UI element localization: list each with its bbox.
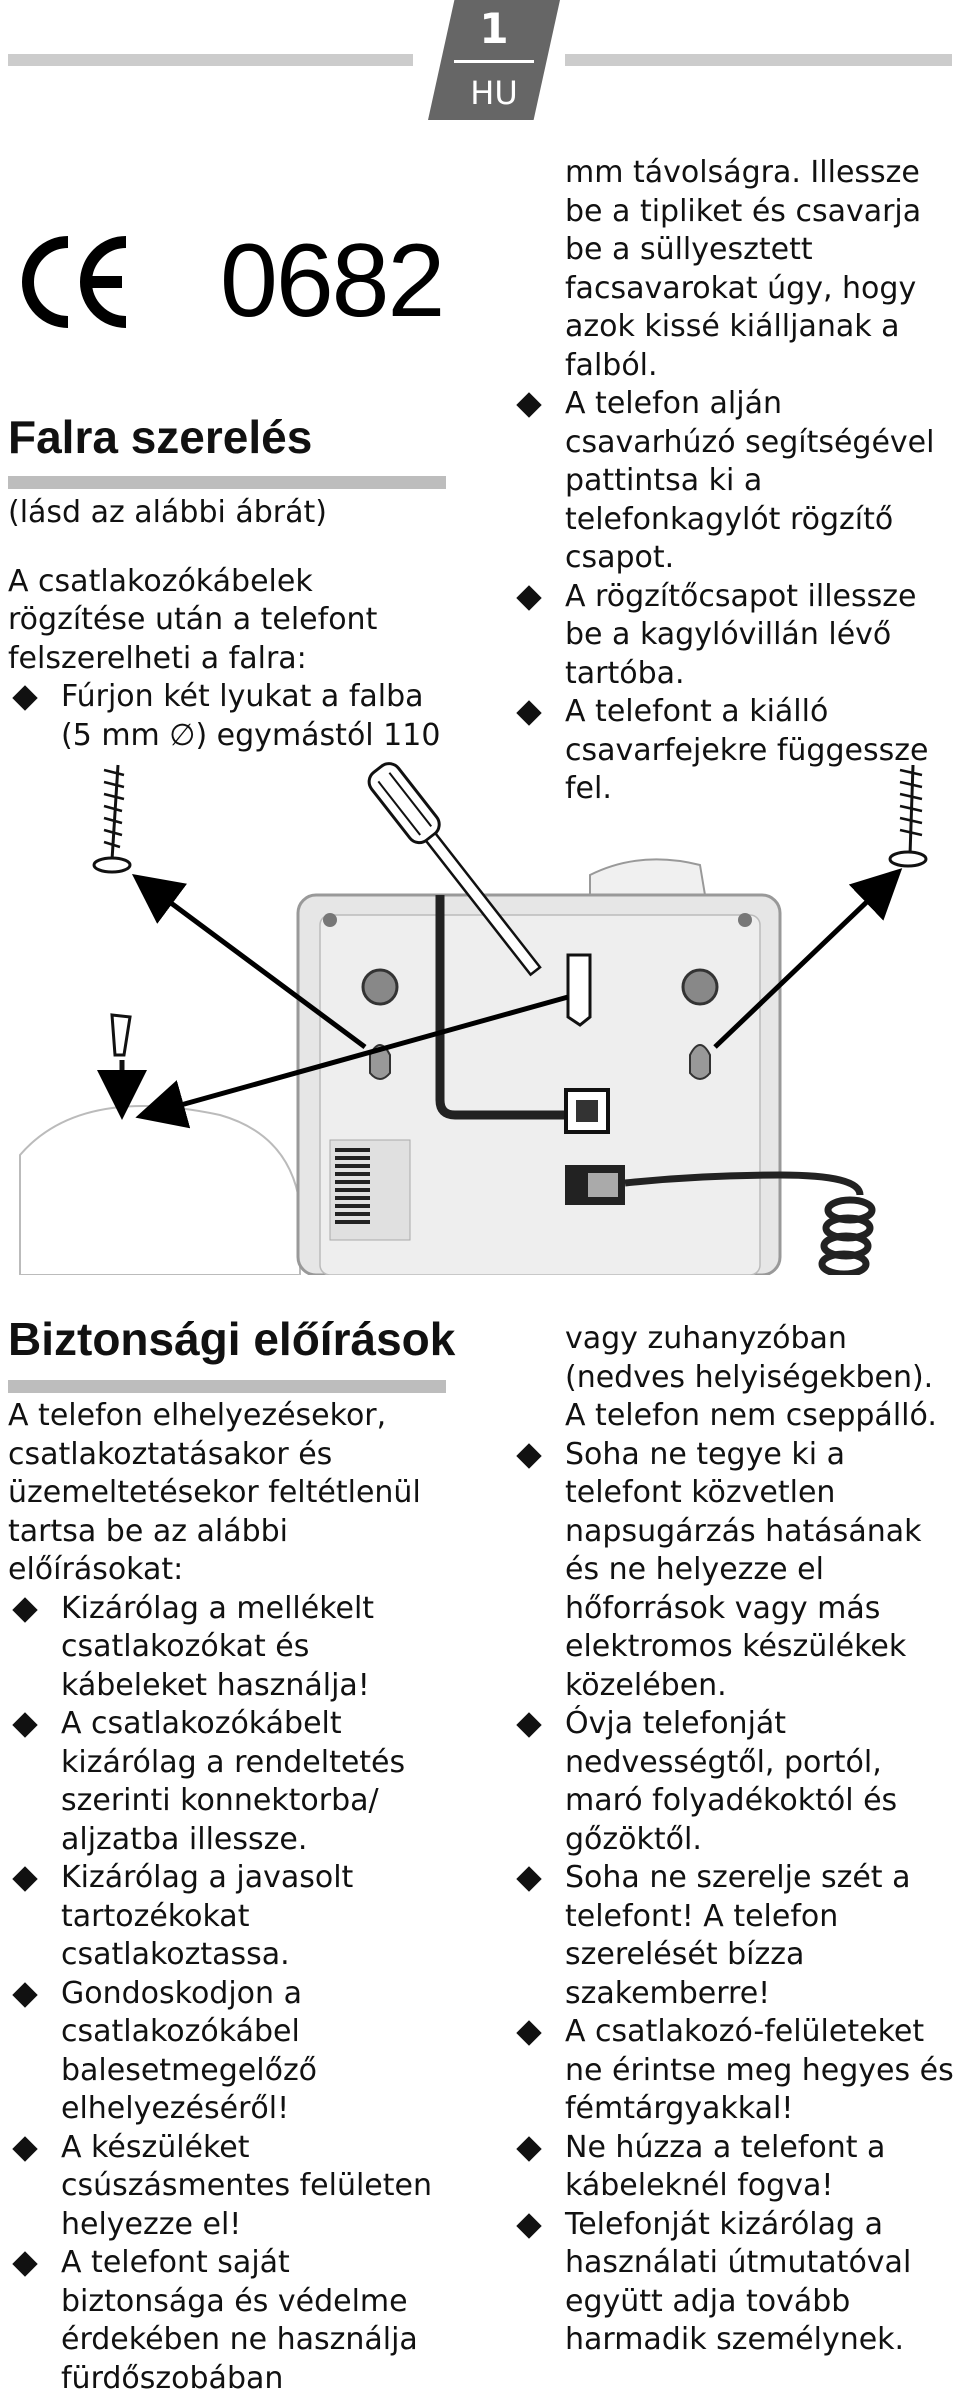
mounting-title-rule [8,476,446,489]
mounting-step-3: A rögzítőcsapot illessze be a kagylóvill… [512,578,960,694]
header-rule-right [565,54,952,66]
safety-title-rule [8,1380,446,1393]
safety-item: Kizárólag a javasolt tartozékokat csatla… [8,1859,448,1975]
safety-item: Ne húzza a telefont a kábeleknél fogva! [512,2129,960,2206]
safety-item: Soha ne szerelje szét a telefont! A tele… [512,1859,960,2013]
page-tab: 1 HU [428,0,560,120]
safety-item: A készüléket csúszásmentes felületen hel… [8,2129,448,2245]
safety-item: Telefonját kizárólag a használati útmuta… [512,2206,960,2360]
ce-mark-icon [22,236,127,328]
page-tab-divider [454,60,534,63]
mounting-left-column: (lásd az alábbi ábrát) A csatlakozókábel… [8,494,448,755]
safety-item: Óvja telefonját nedvességtől, portól, ma… [512,1705,960,1859]
mounting-title: Falra szerelés [8,411,313,463]
safety-item-continued: vagy zuhanyzóban (nedves helyiségekben).… [565,1321,937,1433]
page-number: 1 [479,4,509,53]
wall-mounting-illustration [19,762,928,1275]
safety-item: A telefont saját biztonsága és védelme é… [8,2244,448,2398]
safety-right-column: vagy zuhanyzóban (nedves helyiségekben).… [565,1320,960,2360]
safety-left-column: A telefon elhelyezésekor, csatlakoztatás… [8,1397,448,2398]
safety-item: A csatlakozó-felületeket ne érintse meg … [512,2013,960,2129]
safety-item: A csatlakozókábelt kizárólag a rendeltet… [8,1705,448,1859]
mounting-intro: A csatlakozókábelek rögzítése után a tel… [8,563,378,676]
safety-intro: A telefon elhelyezésekor, csatlakoztatás… [8,1398,421,1587]
mounting-note: (lásd az alábbi ábrát) [8,495,327,530]
mounting-step-1-continued: mm távolságra. Illessze be a tipliket és… [565,155,922,383]
safety-item: Kizárólag a mellékelt csatlakozókat és k… [8,1590,448,1706]
ce-number: 0682 [220,223,445,339]
language-code: HU [470,74,518,112]
mounting-step-2: A telefon alján csavarhúzó segítségével … [512,385,960,578]
safety-item: Gondoskodjon a csatlakozókábel balesetme… [8,1975,448,2129]
safety-title: Biztonsági előírások [8,1313,456,1365]
mounting-right-column: mm távolságra. Illessze be a tipliket és… [565,154,960,809]
mounting-step-4: A telefont a kiálló csavarfejekre függes… [512,693,960,809]
safety-item: Soha ne tegye ki a telefont közvetlen na… [512,1436,960,1706]
header-rule-left [8,54,413,66]
speaker-grille [329,1139,411,1241]
mounting-step-1: Fúrjon két lyukat a falba (5 mm ∅) egymá… [8,678,448,755]
